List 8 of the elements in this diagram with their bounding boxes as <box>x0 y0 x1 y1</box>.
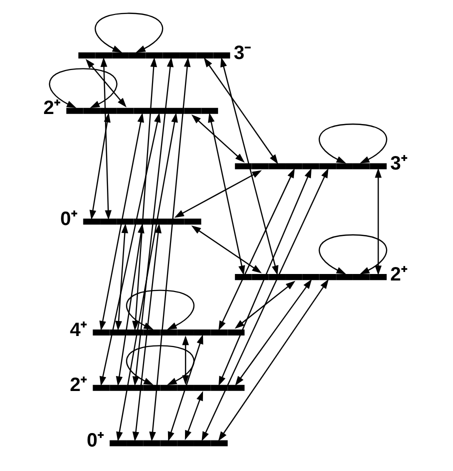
node-label: 0⁺ <box>86 430 105 452</box>
node-label: 2⁺ <box>43 98 62 120</box>
node-label: 3⁺ <box>390 154 408 175</box>
node-label: 4⁺ <box>70 320 88 341</box>
node-label: 3⁻ <box>234 42 252 64</box>
node-label: 2⁺ <box>390 264 408 286</box>
node-label: 0⁺ <box>60 209 78 230</box>
node-label: 2⁺ <box>70 375 88 396</box>
